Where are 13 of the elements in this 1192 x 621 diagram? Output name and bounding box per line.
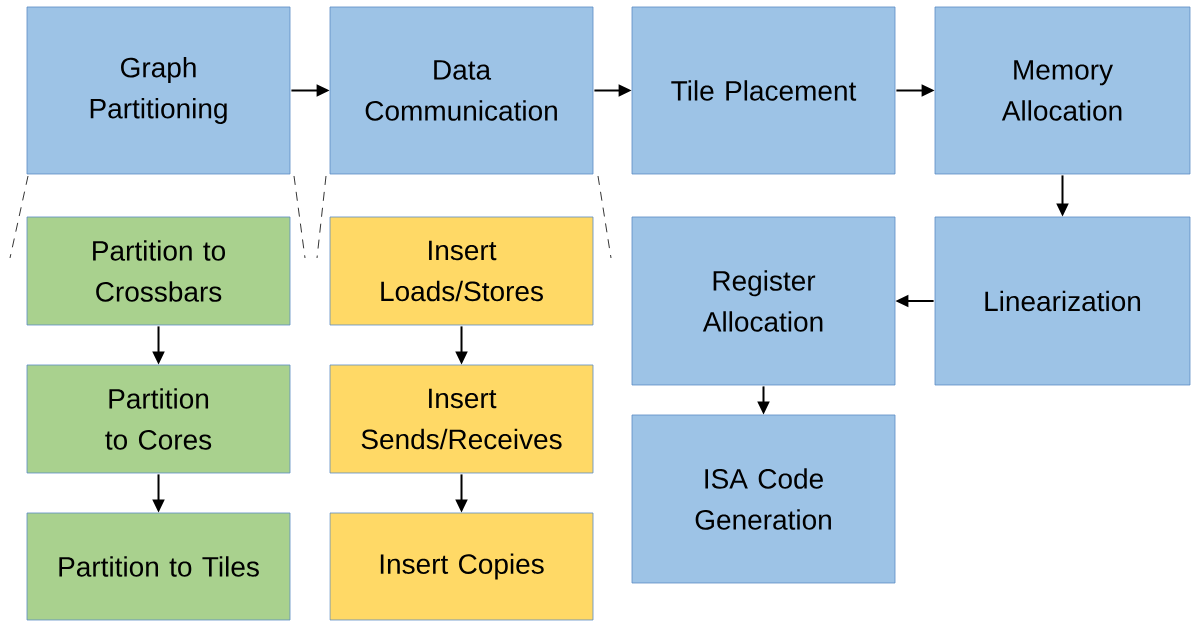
- process-box: Memory Allocation: [934, 6, 1191, 175]
- process-box: Insert Loads/Stores: [329, 216, 594, 326]
- process-box: Register Allocation: [631, 216, 896, 386]
- process-box: Data Communication: [329, 6, 594, 175]
- process-box: ISA Code Generation: [631, 414, 896, 584]
- process-box: Tile Placement: [631, 6, 896, 175]
- process-box: Insert Sends/Receives: [329, 364, 594, 474]
- process-box: Partition to Tiles: [26, 512, 291, 621]
- process-box: Linearization: [934, 216, 1191, 386]
- process-box: Partition to Cores: [26, 364, 291, 474]
- process-box: Graph Partitioning: [26, 6, 291, 175]
- process-box: Insert Copies: [329, 512, 594, 621]
- process-box: Partition to Crossbars: [26, 216, 291, 326]
